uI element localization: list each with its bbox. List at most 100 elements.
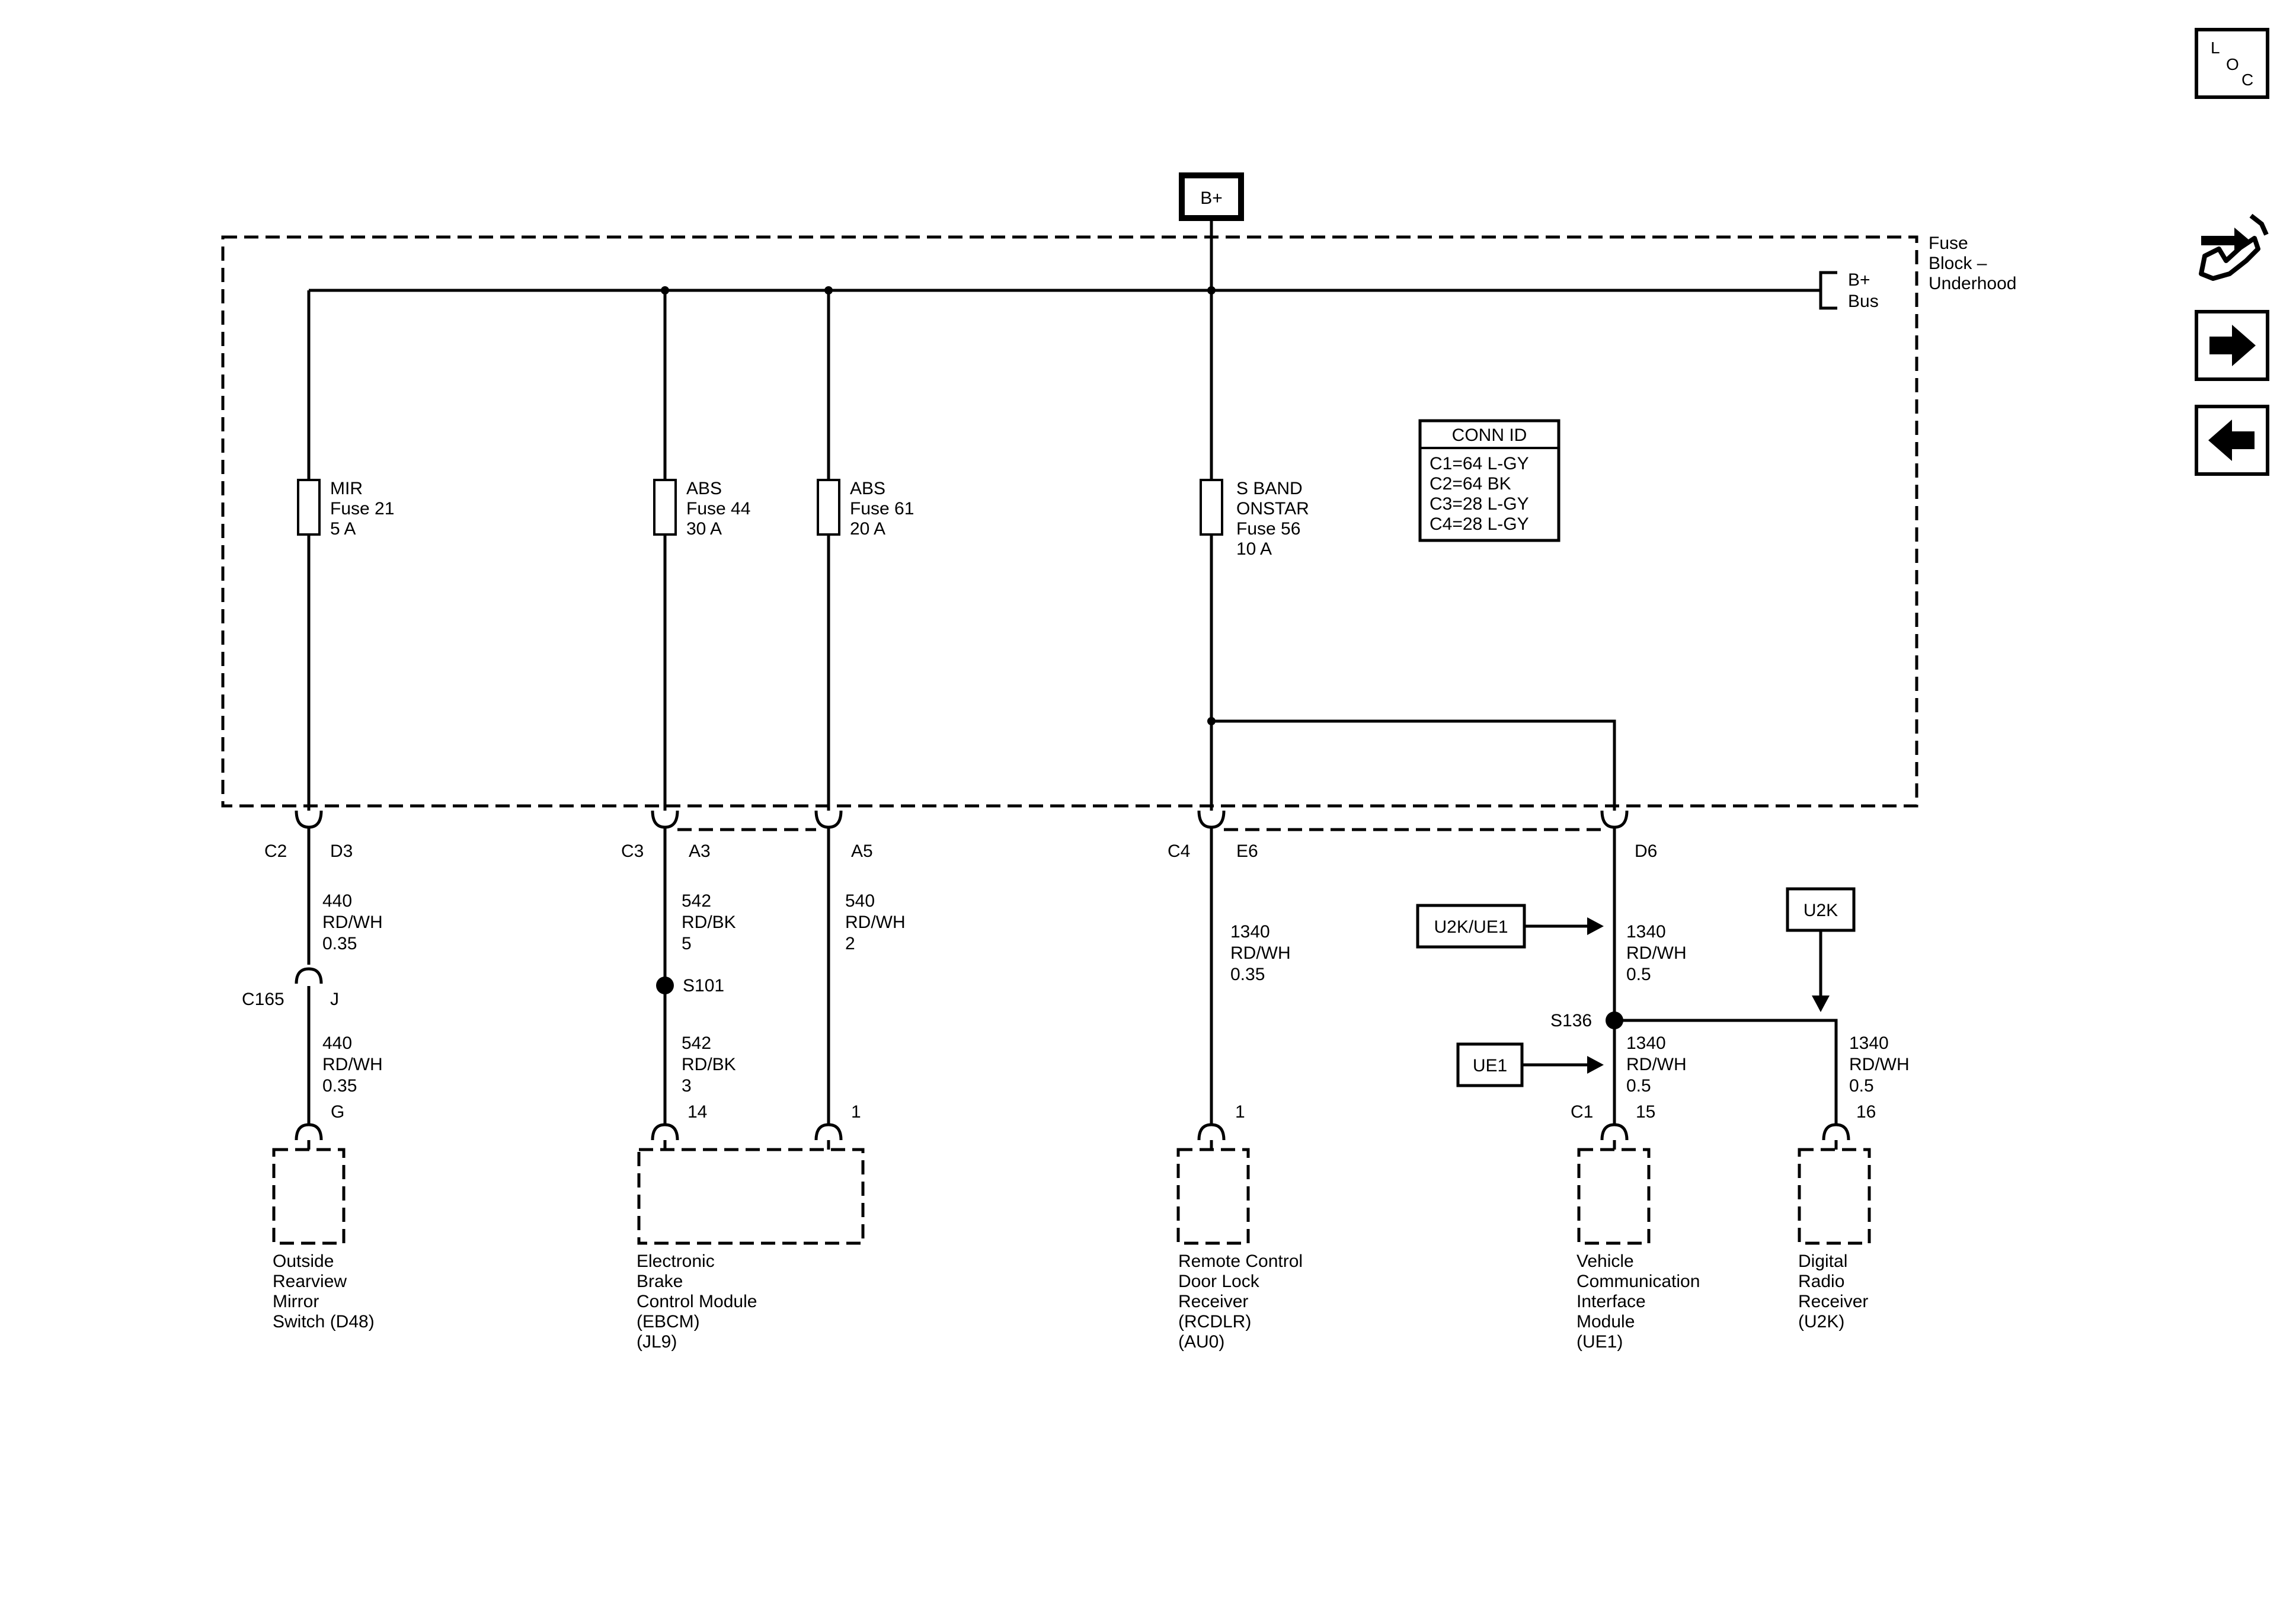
wire-label: 542 RD/BK 5 bbox=[682, 891, 736, 953]
svg-text:Communication: Communication bbox=[1576, 1272, 1700, 1291]
wrench-arrows-icon[interactable] bbox=[2199, 213, 2269, 281]
pin-16 bbox=[1822, 1123, 1850, 1141]
svg-text:Module: Module bbox=[1576, 1312, 1635, 1331]
pin-14 bbox=[651, 1123, 679, 1141]
svg-text:(RCDLR): (RCDLR) bbox=[1178, 1312, 1251, 1331]
svg-text:Vehicle: Vehicle bbox=[1576, 1251, 1634, 1271]
svg-text:UE1: UE1 bbox=[1473, 1056, 1507, 1076]
svg-text:C: C bbox=[2241, 71, 2253, 89]
svg-text:Radio: Radio bbox=[1798, 1272, 1844, 1291]
svg-text:ABS: ABS bbox=[686, 479, 722, 498]
svg-text:ONSTAR: ONSTAR bbox=[1236, 499, 1309, 518]
loc-button[interactable]: L O C bbox=[2195, 28, 2269, 99]
conn-id-row: C3=28 L-GY bbox=[1430, 494, 1529, 514]
svg-text:2: 2 bbox=[845, 934, 855, 953]
wire-label: 542 RD/BK 3 bbox=[682, 1033, 736, 1096]
svg-text:Underhood: Underhood bbox=[1929, 274, 2016, 293]
wire-label: 540 RD/WH 2 bbox=[845, 891, 906, 953]
svg-text:Electronic: Electronic bbox=[637, 1251, 715, 1271]
option-ue1: UE1 bbox=[1456, 1042, 1604, 1087]
component-box-ebcm bbox=[637, 1148, 865, 1245]
wire-label: 440 RD/WH 0.35 bbox=[322, 1033, 383, 1096]
conn-id-row: C2=64 BK bbox=[1430, 474, 1511, 494]
pin-label: 1 bbox=[1235, 1102, 1245, 1122]
svg-text:0.35: 0.35 bbox=[322, 1076, 357, 1096]
svg-text:L: L bbox=[2211, 39, 2220, 57]
svg-text:MIR: MIR bbox=[330, 479, 363, 498]
splice-s101-dot bbox=[656, 977, 674, 994]
component-box-mirror-switch bbox=[272, 1148, 346, 1245]
component-box-vcim bbox=[1577, 1148, 1651, 1245]
svg-text:3: 3 bbox=[682, 1076, 692, 1096]
svg-text:RD/WH: RD/WH bbox=[1626, 1055, 1687, 1074]
svg-text:1340: 1340 bbox=[1849, 1033, 1889, 1053]
fuse-56-label: S BAND ONSTAR Fuse 56 10 A bbox=[1236, 479, 1309, 559]
fuse-block-label: Fuse Block – Underhood bbox=[1929, 233, 2016, 293]
component-label-ebcm: Electronic Brake Control Module (EBCM) (… bbox=[637, 1251, 757, 1352]
connector-label: C2 bbox=[264, 841, 287, 861]
pin-label: G bbox=[331, 1102, 344, 1122]
svg-text:ABS: ABS bbox=[850, 479, 885, 498]
option-u2k-ue1: U2K/UE1 bbox=[1416, 904, 1604, 949]
arrow-right-icon[interactable] bbox=[2195, 310, 2269, 381]
component-label-mirror-switch: Outside Rearview Mirror Switch (D48) bbox=[273, 1251, 375, 1331]
connector-c3-a3 bbox=[651, 810, 679, 829]
svg-text:Fuse 44: Fuse 44 bbox=[686, 499, 750, 518]
svg-text:30 A: 30 A bbox=[686, 519, 722, 539]
svg-text:Door Lock: Door Lock bbox=[1178, 1272, 1260, 1291]
svg-text:Outside: Outside bbox=[273, 1251, 334, 1271]
svg-text:Control Module: Control Module bbox=[637, 1292, 757, 1311]
pin-label: 14 bbox=[687, 1102, 707, 1122]
svg-text:Receiver: Receiver bbox=[1178, 1292, 1248, 1311]
svg-text:0.35: 0.35 bbox=[322, 934, 357, 953]
conn-id-title: CONN ID bbox=[1452, 425, 1527, 445]
svg-text:542: 542 bbox=[682, 891, 711, 911]
connector-c4-d6 bbox=[1600, 810, 1629, 829]
svg-text:20 A: 20 A bbox=[850, 519, 885, 539]
svg-text:440: 440 bbox=[322, 1033, 352, 1053]
svg-text:(JL9): (JL9) bbox=[637, 1332, 677, 1352]
svg-text:U2K: U2K bbox=[1803, 901, 1838, 920]
component-box-rcdlr bbox=[1176, 1148, 1250, 1245]
svg-text:U2K/UE1: U2K/UE1 bbox=[1434, 917, 1508, 937]
svg-text:Switch (D48): Switch (D48) bbox=[273, 1312, 375, 1331]
pin-label: C1 bbox=[1571, 1102, 1593, 1122]
svg-text:Remote Control: Remote Control bbox=[1178, 1251, 1303, 1271]
pin-label: 16 bbox=[1856, 1102, 1876, 1122]
wire-onstar-branch bbox=[1211, 719, 1616, 811]
component-label-rcdlr: Remote Control Door Lock Receiver (RCDLR… bbox=[1178, 1251, 1303, 1352]
svg-text:Block –: Block – bbox=[1929, 254, 1987, 273]
svg-text:RD/WH: RD/WH bbox=[845, 913, 906, 932]
svg-text:Fuse 56: Fuse 56 bbox=[1236, 519, 1300, 539]
fuse-block-outline bbox=[221, 235, 1918, 808]
splice-s136-label: S136 bbox=[1550, 1011, 1592, 1030]
pin-1-rcdlr bbox=[1197, 1123, 1226, 1141]
pin-label: 1 bbox=[851, 1102, 861, 1122]
component-box-radio bbox=[1798, 1148, 1871, 1245]
connector-label: C4 bbox=[1168, 841, 1190, 861]
wire-label: 440 RD/WH 0.35 bbox=[322, 891, 383, 953]
pin-g bbox=[295, 1123, 323, 1141]
connector-label: C165 bbox=[242, 990, 284, 1009]
connector-label: A5 bbox=[851, 841, 873, 861]
conn-id-row: C4=28 L-GY bbox=[1430, 514, 1529, 534]
svg-text:RD/BK: RD/BK bbox=[682, 913, 736, 932]
svg-text:Digital: Digital bbox=[1798, 1251, 1847, 1271]
svg-text:RD/WH: RD/WH bbox=[1626, 943, 1687, 963]
svg-text:RD/WH: RD/WH bbox=[1230, 943, 1291, 963]
wire-1340-radio bbox=[1614, 1019, 1838, 1125]
bus-label: B+ Bus bbox=[1848, 270, 1879, 311]
connector-label: E6 bbox=[1236, 841, 1258, 861]
svg-text:(AU0): (AU0) bbox=[1178, 1332, 1224, 1352]
fuse-61-symbol bbox=[817, 479, 840, 536]
component-label-radio: Digital Radio Receiver (U2K) bbox=[1798, 1251, 1868, 1331]
svg-text:Mirror: Mirror bbox=[273, 1292, 319, 1311]
svg-text:542: 542 bbox=[682, 1033, 711, 1053]
splice-s101-label: S101 bbox=[683, 976, 724, 996]
svg-text:5: 5 bbox=[682, 934, 692, 953]
b-plus-source-label: B+ bbox=[1200, 188, 1223, 208]
arrow-left-icon[interactable] bbox=[2195, 405, 2269, 476]
svg-text:Rearview: Rearview bbox=[273, 1272, 347, 1291]
svg-text:(EBCM): (EBCM) bbox=[637, 1312, 700, 1331]
